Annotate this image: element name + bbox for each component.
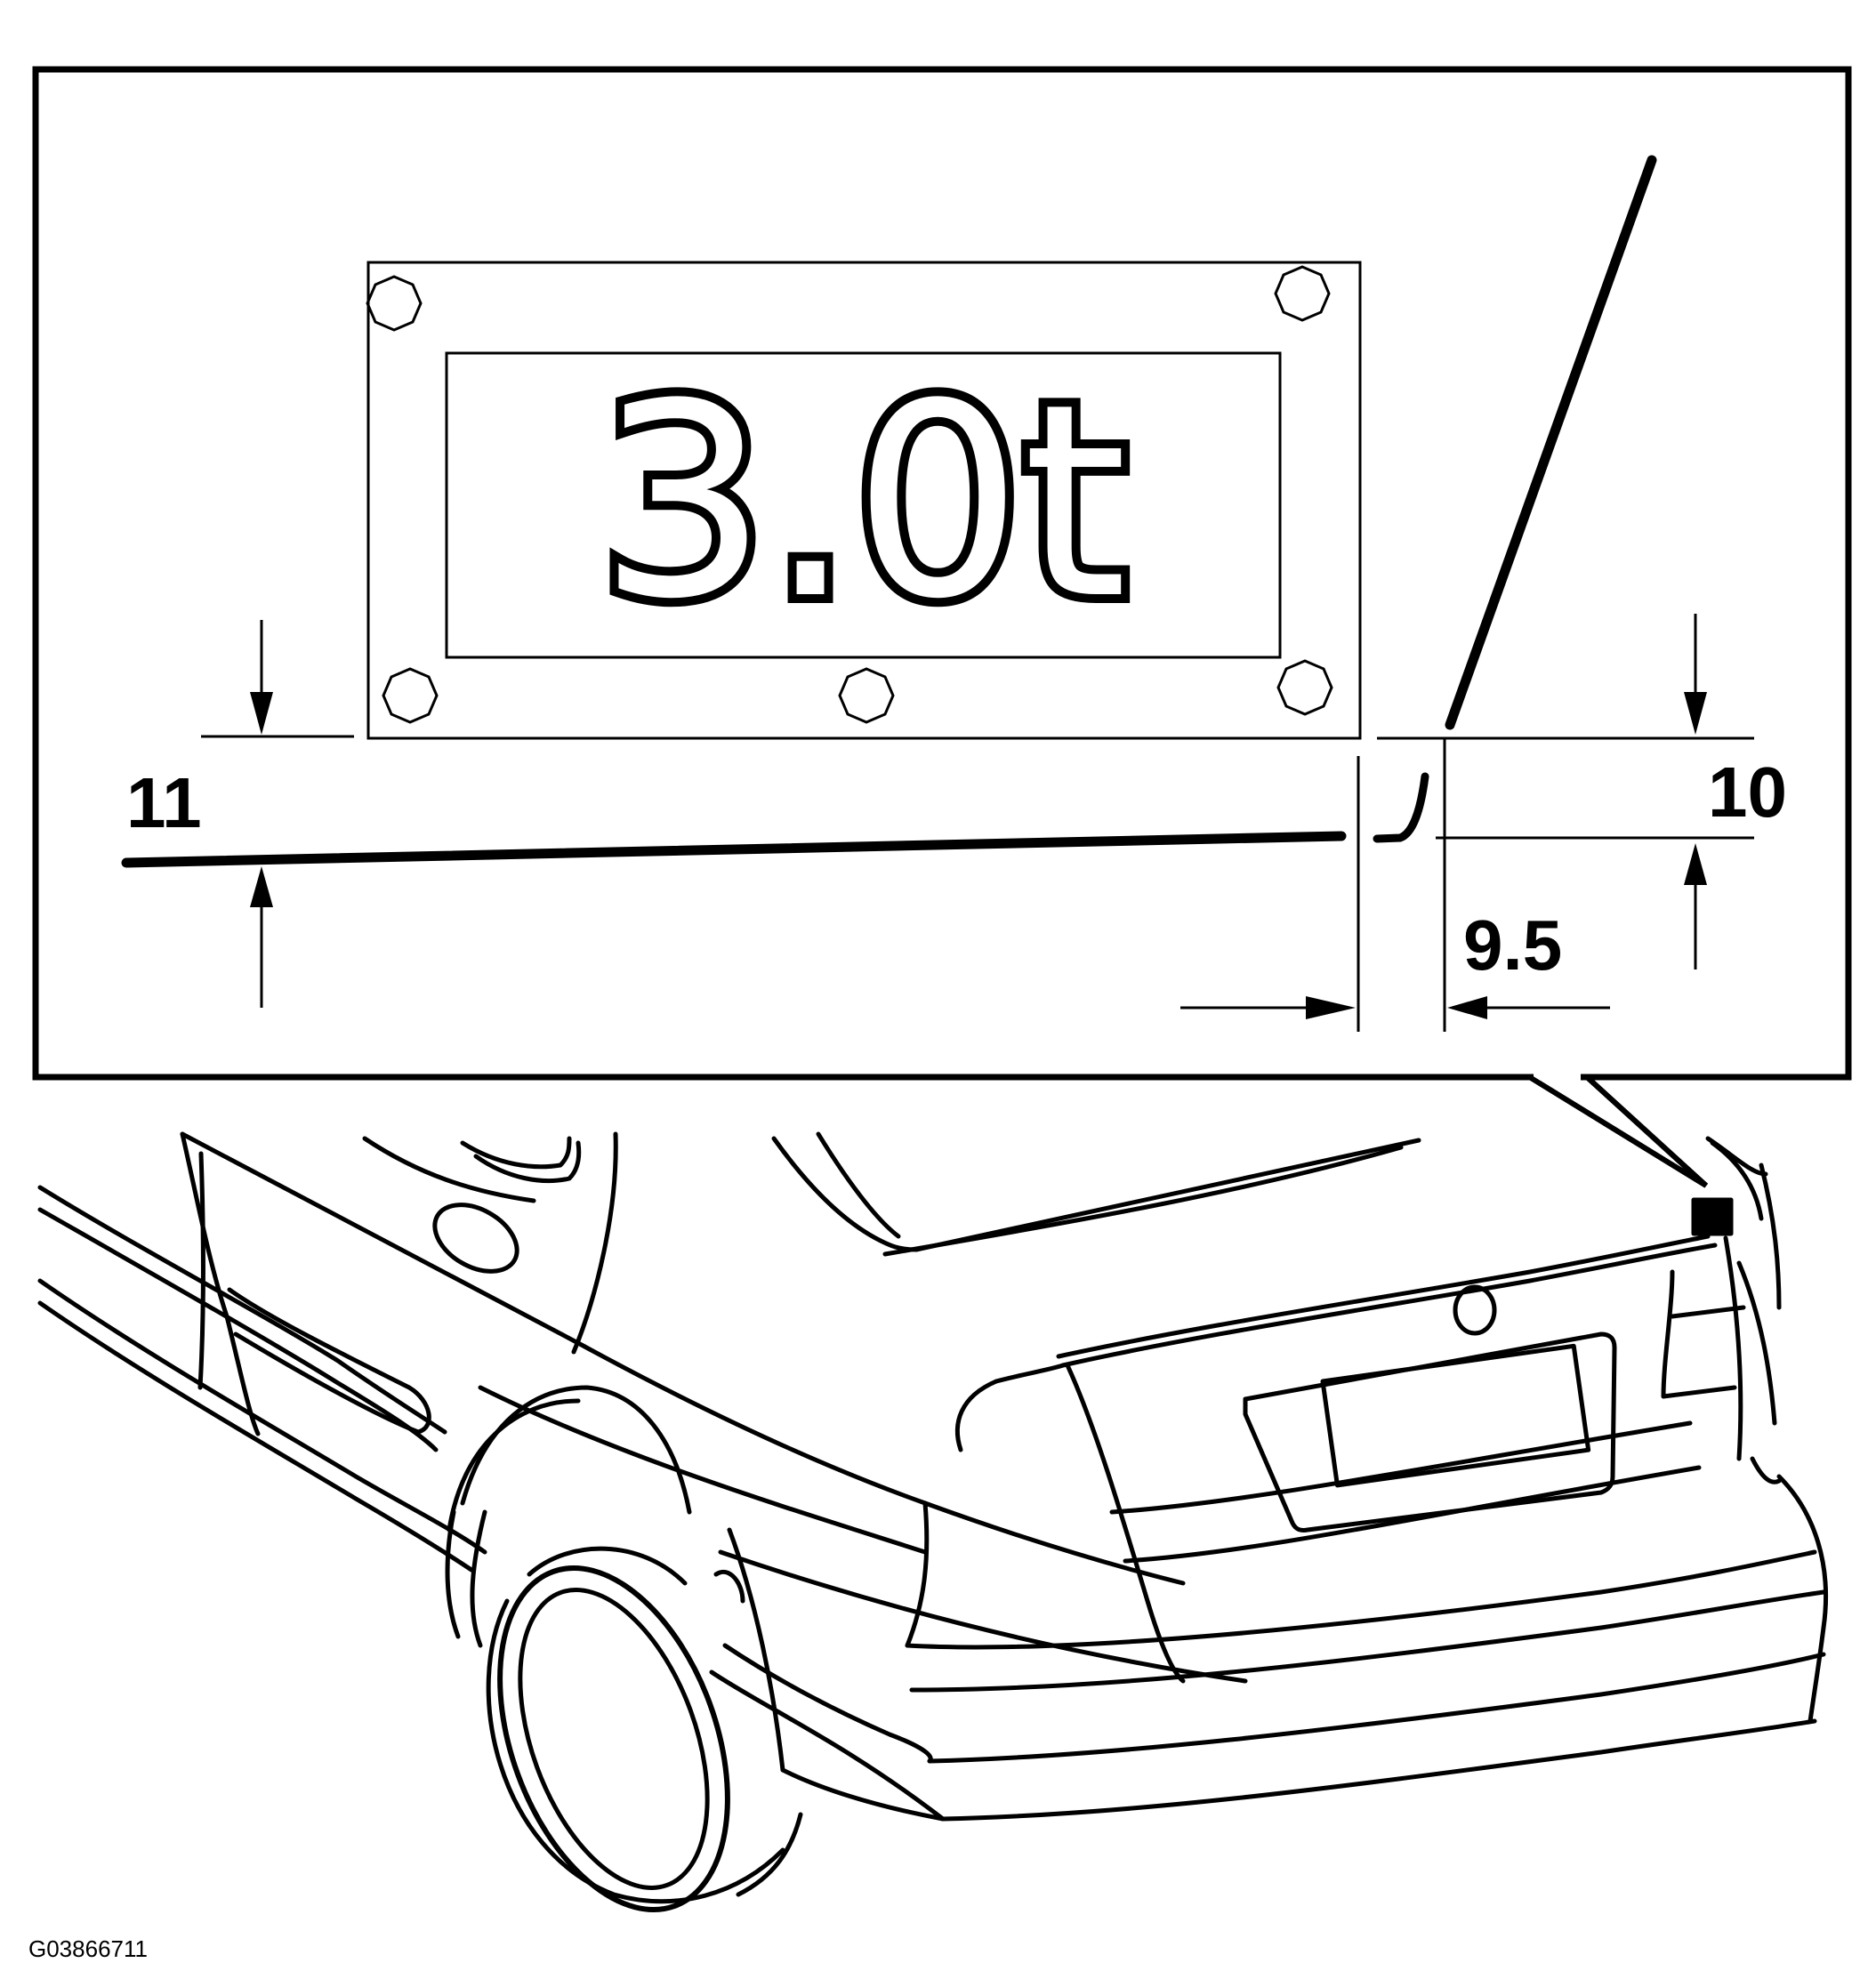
mounting-stud	[1274, 265, 1331, 322]
mounting-stud	[382, 667, 439, 724]
dimension-lines	[121, 155, 1754, 1032]
dimension-label-right: 10	[1708, 752, 1787, 832]
dimension-label-horizontal: 9.5	[1463, 905, 1562, 985]
callout-frame	[32, 66, 1852, 1188]
car-rear-illustration	[37, 1131, 1828, 1913]
emblem-text: 3.0t	[599, 347, 1128, 657]
mounting-stud	[366, 275, 423, 332]
mounting-stud	[1276, 659, 1333, 716]
dimension-label-left: 11	[126, 763, 202, 842]
figure-id: G03866711	[28, 1935, 148, 1962]
mounting-stud	[838, 667, 895, 724]
emblem-plate: 3.0t	[366, 261, 1362, 740]
